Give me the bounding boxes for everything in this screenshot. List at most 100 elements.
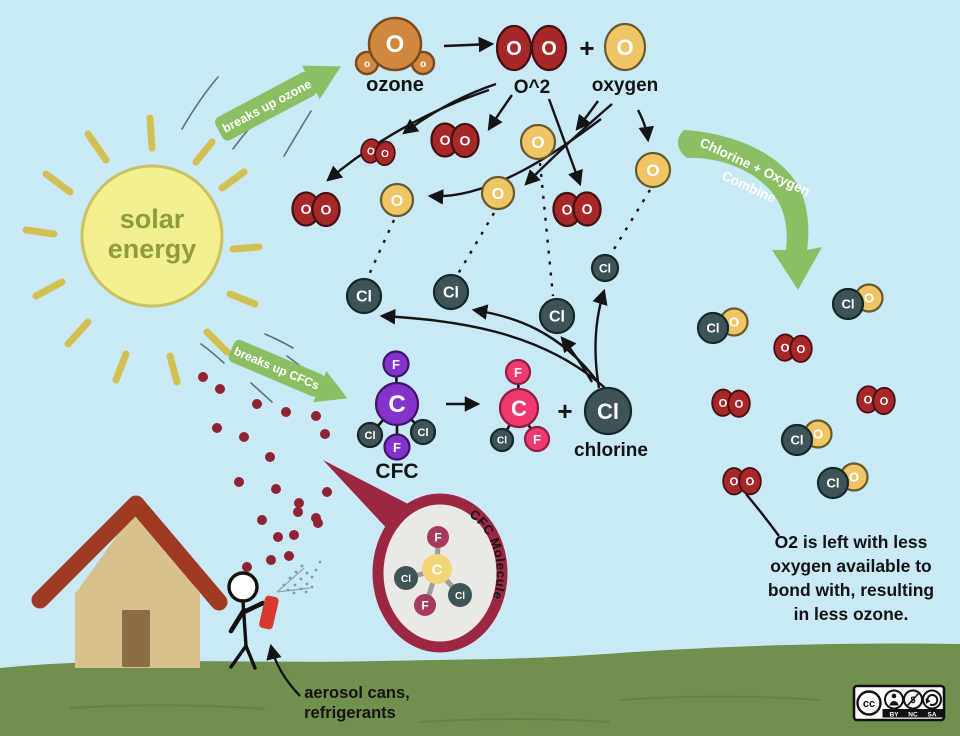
sun-ray: [226, 290, 259, 308]
sa-text: SA: [927, 712, 936, 719]
atom-label: O: [366, 146, 375, 158]
atom-label: Cl: [497, 436, 507, 447]
spray-particle: [299, 577, 303, 581]
cc-logo-text: cc: [863, 698, 875, 710]
atom-label: O: [492, 186, 504, 203]
sun-ray: [192, 138, 216, 166]
breaks-up-ozone-label: breaks up ozone: [220, 77, 314, 136]
aerosol-particle: [252, 399, 262, 409]
spray-particle: [318, 560, 322, 564]
aerosol-particle: [234, 477, 244, 487]
sun-ray: [64, 318, 92, 348]
atom-label: O: [386, 31, 405, 58]
sun-ray: [229, 243, 263, 253]
aerosol-particles: [198, 372, 332, 572]
atom-label: O: [561, 201, 573, 218]
atom-label: O: [729, 476, 738, 488]
aerosol-particle: [215, 384, 225, 394]
atom-label: Cl: [597, 399, 619, 424]
sun-ray: [22, 226, 58, 238]
atom-label: O: [646, 161, 659, 180]
atom-label: O: [729, 315, 739, 330]
cl-atom: Cl: [590, 253, 620, 283]
atom-label: Cl: [455, 591, 465, 602]
spray-particle: [304, 590, 308, 594]
sun-ray: [166, 352, 181, 386]
atom-label: O: [813, 427, 823, 442]
sun-ray: [42, 170, 74, 196]
head: [227, 571, 259, 603]
aerosol-particle: [294, 498, 304, 508]
cfc-label: CFC: [375, 460, 418, 483]
cl-atom: Cl: [432, 273, 470, 311]
note-line: in less ozone.: [794, 604, 909, 624]
sun-ray: [203, 328, 231, 356]
aerosol-particle: [271, 484, 281, 494]
o2-product-molecule: O O: [495, 24, 568, 72]
atom-label: O: [301, 201, 312, 217]
magnified-c-atom: [422, 554, 452, 584]
atom-label: O: [780, 342, 790, 354]
cf2-fragment-molecule: Cl F F C: [489, 358, 551, 453]
spray-particle: [294, 570, 298, 574]
plus-sign: +: [579, 33, 594, 63]
ozone-label: ozone: [366, 74, 424, 96]
atom-label: Cl: [549, 309, 565, 326]
atom-label: O: [616, 35, 633, 60]
atom-label: F: [434, 531, 441, 545]
sun-label-line1: solar: [120, 204, 185, 234]
chlorine-label: chlorine: [574, 440, 648, 461]
atom-label: F: [533, 432, 541, 447]
aerosol-particle: [289, 530, 299, 540]
by-person-icon: [884, 689, 904, 710]
bond-break-dashes: [366, 162, 652, 297]
aerosol-particle: [311, 513, 321, 523]
aerosol-particle: [311, 411, 321, 421]
atom-label: o: [420, 59, 426, 70]
magnified-f-atom: [414, 594, 436, 616]
spray-particle: [305, 571, 309, 575]
atom-label: O: [734, 399, 743, 411]
atom-label: F: [514, 365, 522, 380]
aerosol-particle: [320, 429, 330, 439]
aerosol-particle: [284, 551, 294, 561]
spray-particle: [282, 583, 286, 587]
atom-label: Cl: [827, 476, 840, 491]
sun-ray: [112, 350, 130, 384]
cc-logo-icon: [856, 690, 882, 716]
aerosol-particle: [239, 432, 249, 442]
house: [31, 495, 228, 668]
atom-label: C: [388, 391, 405, 418]
magnified-cl-atom: [448, 583, 472, 607]
house-gable: [75, 508, 200, 594]
ozone-molecule: o o O: [354, 16, 436, 76]
aerosol-particle: [257, 515, 267, 525]
atom-label: O: [460, 133, 471, 149]
house-door: [122, 610, 150, 667]
atom-label: O: [531, 133, 544, 152]
atom-label: O: [321, 202, 332, 218]
sun-circle: [80, 164, 224, 308]
atom-label: o: [364, 59, 370, 70]
aerosol-can: [259, 595, 279, 630]
atom-label: Cl: [791, 433, 804, 448]
oxygen-molecule: O: [603, 22, 647, 72]
atom-label: Cl: [443, 285, 459, 302]
spray-particle: [286, 588, 290, 592]
spray-particle: [305, 582, 309, 586]
magnifier: F Cl Cl F C CFC Molecule: [323, 460, 508, 653]
aerosol-particle: [265, 452, 275, 462]
o-atom: O: [634, 151, 672, 189]
clo-molecule: OCl: [816, 462, 869, 500]
house-roof: [31, 495, 228, 611]
spray-particle: [310, 585, 314, 589]
sun-label-line2: energy: [108, 234, 197, 264]
atom-label: O: [718, 398, 727, 410]
note-text: O2 is left with less oxygen available to…: [768, 532, 934, 624]
